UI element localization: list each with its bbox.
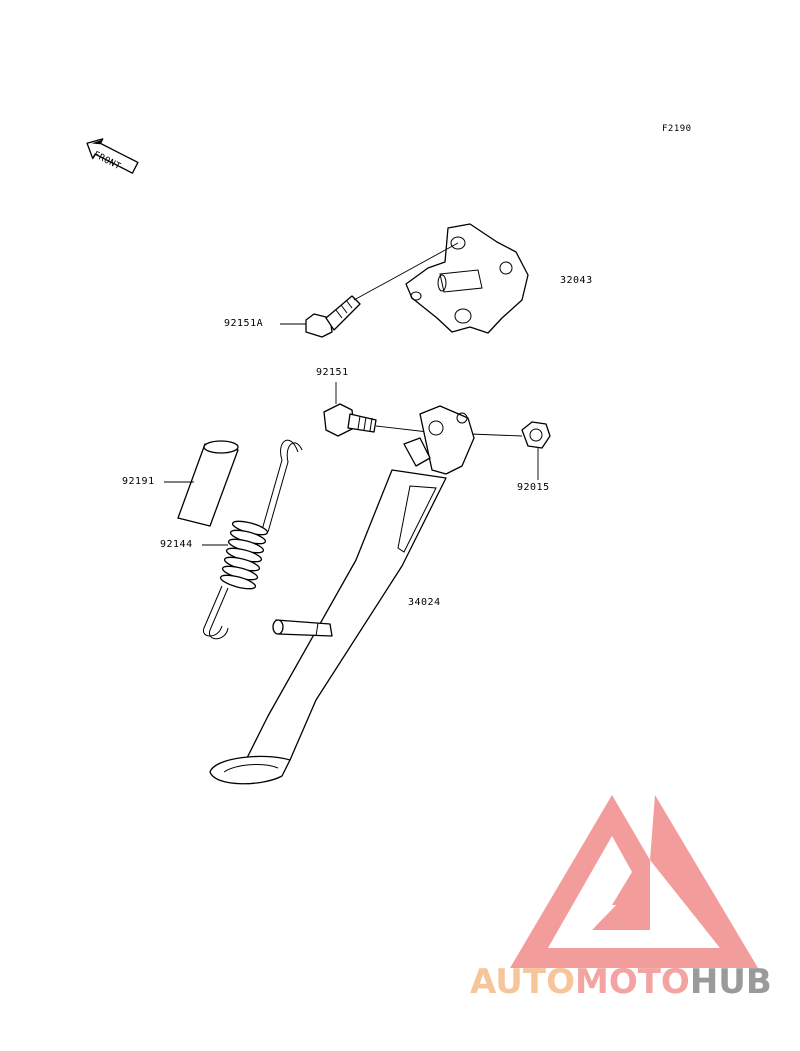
- bolt-92151a: [280, 242, 459, 338]
- spring-92144: [202, 439, 303, 640]
- part-label-92015: 92015: [517, 482, 550, 493]
- bolt-92151: [323, 382, 429, 437]
- watermark-brand: AUTOMOTOHUB: [470, 962, 772, 1002]
- watermark-logo: [510, 795, 758, 968]
- spring-coils: [219, 520, 269, 590]
- nut-92015: [469, 421, 551, 480]
- stand-34024: [209, 405, 475, 785]
- watermark-brand-part2: MOTO: [574, 962, 690, 1002]
- figure-code: F2190: [662, 124, 692, 134]
- collar-92191: [164, 440, 239, 527]
- part-label-92191: 92191: [122, 476, 155, 487]
- part-label-92144: 92144: [160, 539, 193, 550]
- part-label-92151a: 92151A: [224, 318, 264, 329]
- part-label-92151: 92151: [316, 367, 349, 378]
- bracket-32043: [405, 223, 529, 334]
- part-label-32043: 32043: [560, 275, 593, 286]
- watermark-brand-part1: AUTO: [470, 962, 575, 1002]
- front-arrow-icon: [86, 138, 139, 174]
- part-label-34024: 34024: [408, 597, 441, 608]
- watermark-brand-part3: HUB: [689, 962, 772, 1002]
